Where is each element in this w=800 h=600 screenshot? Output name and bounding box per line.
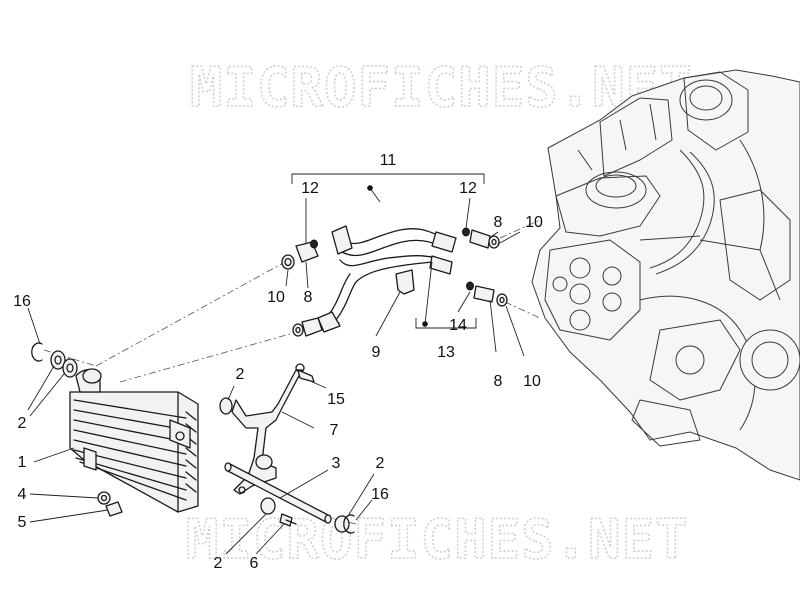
callout-10-left: 10 bbox=[267, 289, 285, 306]
callout-1: 1 bbox=[18, 454, 27, 471]
callout-12-right: 12 bbox=[459, 180, 477, 197]
callout-16-right: 16 bbox=[371, 486, 389, 503]
parts-left-lower bbox=[97, 491, 123, 517]
hose-clamp bbox=[395, 269, 415, 295]
group-brackets bbox=[291, 173, 485, 329]
parts-bottom bbox=[260, 497, 355, 534]
callout-2-bracket: 2 bbox=[236, 366, 245, 383]
callout-9: 9 bbox=[372, 344, 381, 361]
callout-14: 14 bbox=[449, 317, 467, 334]
callout-8-upper-right: 8 bbox=[494, 214, 503, 231]
callout-2-bottom: 2 bbox=[214, 555, 223, 572]
callout-15: 15 bbox=[327, 391, 345, 408]
watermark-bottom: MICROFICHES.NET bbox=[186, 508, 689, 571]
callout-16-left: 16 bbox=[13, 293, 31, 310]
support-rod bbox=[224, 462, 332, 524]
oil-cooler bbox=[69, 368, 199, 513]
mounting-bracket bbox=[219, 363, 305, 495]
bolt-15 bbox=[297, 369, 315, 383]
watermark-top: MICROFICHES.NET bbox=[190, 56, 693, 119]
callout-8-left: 8 bbox=[304, 289, 313, 306]
callout-7: 7 bbox=[330, 422, 339, 439]
callout-5: 5 bbox=[18, 514, 27, 531]
fittings-and-seals bbox=[281, 227, 508, 337]
parts-left-upper bbox=[31, 342, 78, 378]
callout-4: 4 bbox=[18, 486, 27, 503]
callout-13: 13 bbox=[437, 344, 455, 361]
callout-3: 3 bbox=[332, 455, 341, 472]
callouts: 11 12 12 8 10 10 8 14 9 13 8 10 16 2 15 … bbox=[13, 152, 543, 572]
callout-10-lower-right: 10 bbox=[523, 373, 541, 390]
oil-hoses bbox=[317, 225, 457, 333]
callout-8-lower-right: 8 bbox=[494, 373, 503, 390]
callout-2-right: 2 bbox=[376, 455, 385, 472]
callout-6: 6 bbox=[250, 555, 259, 572]
callout-11: 11 bbox=[380, 152, 397, 169]
callout-10-upper-right: 10 bbox=[525, 214, 543, 231]
callout-12-left: 12 bbox=[301, 180, 319, 197]
callout-2-left: 2 bbox=[18, 415, 27, 432]
leader-lines bbox=[27, 197, 525, 555]
engine-block-drawing bbox=[531, 69, 800, 481]
